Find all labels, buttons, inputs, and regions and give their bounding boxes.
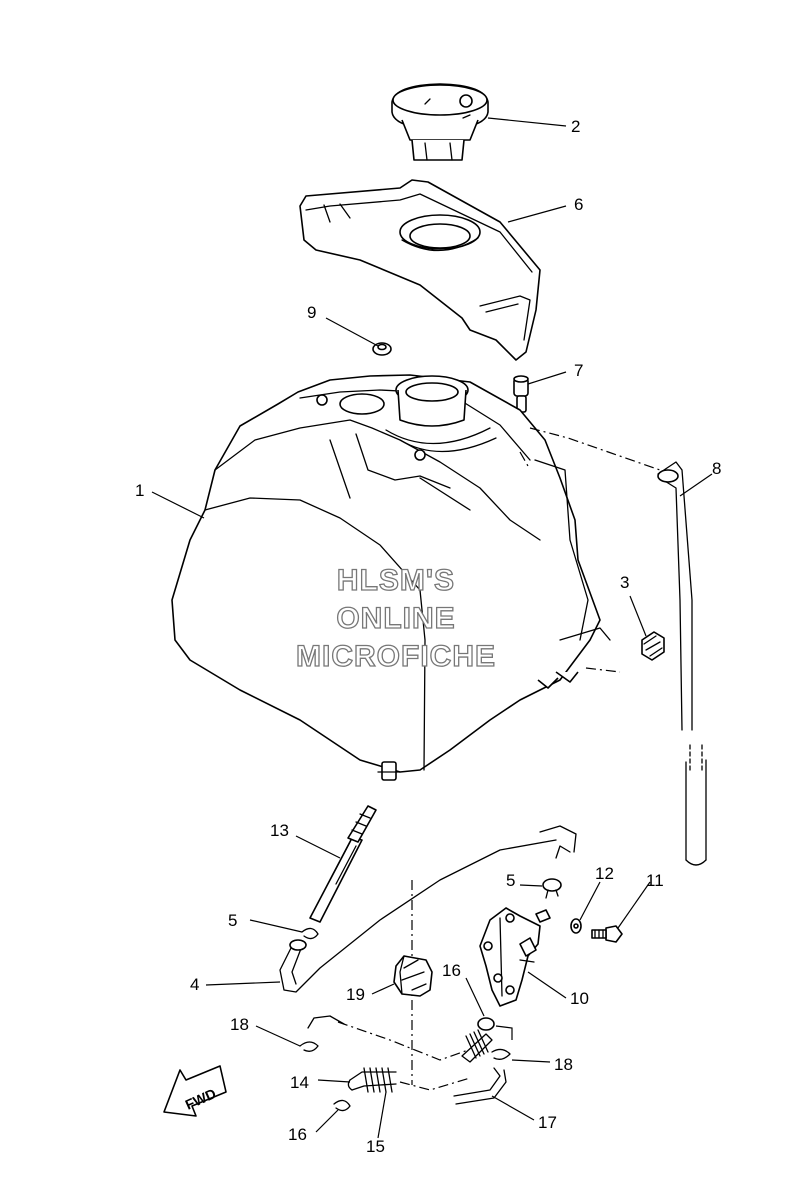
watermark-line-2: ONLINE <box>336 602 455 635</box>
screw-11[interactable] <box>591 925 623 943</box>
callout-16b: 16 <box>288 1125 307 1144</box>
callout-18a: 18 <box>230 1015 249 1034</box>
fuel-filter[interactable] <box>309 805 377 923</box>
callout-19: 19 <box>346 985 365 1004</box>
tank-top-cover[interactable] <box>299 179 541 361</box>
callout-17: 17 <box>538 1113 557 1132</box>
hose-clip-18a[interactable] <box>299 1041 319 1052</box>
vent-fitting[interactable] <box>513 375 529 413</box>
callout-8: 8 <box>712 459 721 478</box>
bolt-3[interactable] <box>641 631 665 661</box>
fuel-cock[interactable] <box>479 907 551 1007</box>
vent-hose[interactable] <box>657 461 707 866</box>
callout-10: 10 <box>570 989 589 1008</box>
callout-4: 4 <box>190 975 199 994</box>
callout-13: 13 <box>270 821 289 840</box>
callout-5a: 5 <box>506 871 515 890</box>
callout-18b: 18 <box>554 1055 573 1074</box>
callout-12: 12 <box>595 864 614 883</box>
callout-11: 11 <box>646 871 664 890</box>
callout-14: 14 <box>290 1073 309 1092</box>
rubber-cap[interactable] <box>393 955 433 997</box>
overflow-hose-b[interactable] <box>453 1067 507 1105</box>
callout-16a: 16 <box>442 961 461 980</box>
watermark-line-1: HLSM'S <box>337 564 455 597</box>
callout-9: 9 <box>307 303 316 322</box>
callout-15: 15 <box>366 1137 385 1156</box>
callout-1: 1 <box>135 481 144 500</box>
watermark: HLSM'S ONLINE MICROFICHE <box>295 563 496 673</box>
callout-2: 2 <box>571 117 580 136</box>
watermark-line-3: MICROFICHE <box>296 640 496 673</box>
washer[interactable] <box>570 918 582 934</box>
hose-clip-5b[interactable] <box>542 878 562 899</box>
fuel-cap[interactable] <box>391 83 489 161</box>
callout-numbers: 1 2 3 4 5 5 6 7 8 9 10 11 12 13 14 15 16… <box>135 117 721 1156</box>
callout-5b: 5 <box>228 911 237 930</box>
callout-6: 6 <box>574 195 583 214</box>
fuel-hose[interactable] <box>279 825 577 993</box>
hose-clip-5a[interactable] <box>301 927 319 940</box>
leader-cock <box>495 1025 513 1040</box>
callout-7: 7 <box>574 361 583 380</box>
hose-clip-16a[interactable] <box>477 1017 495 1031</box>
hose-clip-16b[interactable] <box>333 1099 351 1112</box>
leader-lines <box>151 117 713 1139</box>
hose-clip-18b[interactable] <box>491 1048 511 1060</box>
fuel-tank[interactable] <box>171 374 611 781</box>
forward-arrow-icon: FWD <box>163 1065 227 1117</box>
callout-3: 3 <box>620 573 629 592</box>
hose-spring[interactable] <box>363 1029 493 1093</box>
